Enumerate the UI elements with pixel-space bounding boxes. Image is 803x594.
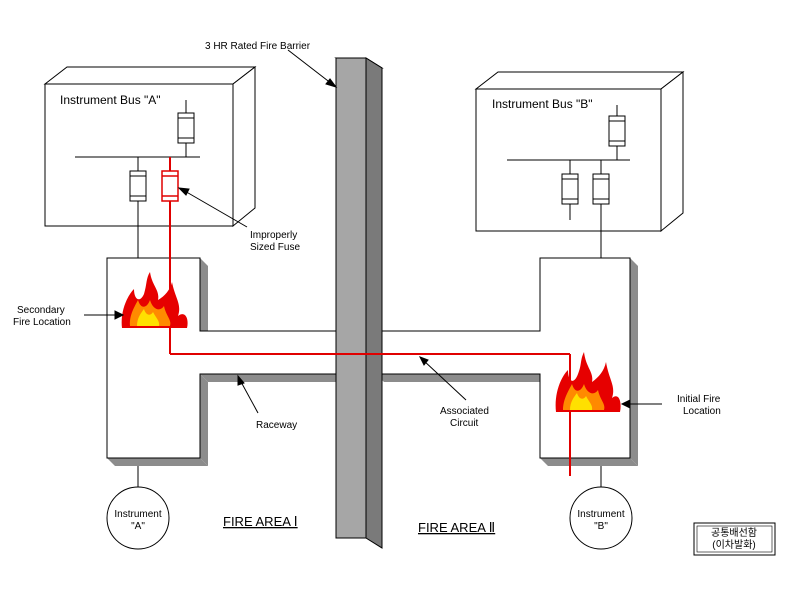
- secondary-fire-label-line2: Fire Location: [13, 317, 71, 328]
- raceway-label: Raceway: [256, 420, 297, 431]
- secondary-fire-flame-icon: [121, 272, 188, 328]
- instrument-a: Instrument "A": [106, 486, 170, 550]
- instrument-b: Instrument "B": [569, 486, 633, 550]
- initial-fire-label-line1: Initial Fire: [677, 394, 721, 405]
- bus-b-fuse-2: [592, 173, 610, 205]
- fire-area-2-label: FIRE AREA Ⅱ: [418, 520, 495, 535]
- initial-fire-label-line2: Location: [683, 406, 721, 417]
- legend-box-line1: 공통배선함: [711, 527, 757, 539]
- fire-area-1-label: FIRE AREA Ⅰ: [223, 514, 298, 529]
- bus-b-fuse-1: [561, 173, 579, 205]
- associated-circuit-label-line2: Circuit: [450, 418, 479, 429]
- instrument-a-id: "A": [131, 521, 145, 532]
- instrument-bus-a-cabinet: [43, 65, 257, 228]
- improperly-sized-fuse: [161, 170, 179, 202]
- fire-barrier: [334, 57, 384, 549]
- improper-fuse-label-line1: Improperly: [250, 230, 297, 241]
- bus-a-branch-fuse: [129, 170, 147, 202]
- bus-a-main-fuse: [177, 112, 195, 144]
- instrument-b-label: Instrument: [577, 509, 624, 520]
- secondary-fire-label-line1: Secondary: [17, 305, 65, 316]
- legend-box-line2: (이차발화): [712, 539, 755, 551]
- bus-b-main-fuse: [608, 115, 626, 147]
- callout-arrows: [84, 49, 662, 414]
- improper-fuse-label-line2: Sized Fuse: [250, 242, 300, 253]
- instrument-a-label: Instrument: [114, 509, 161, 520]
- associated-circuit-label-line1: Associated: [440, 406, 489, 417]
- instrument-bus-a-label: Instrument Bus "A": [60, 93, 161, 107]
- instrument-bus-b-cabinet: [474, 70, 685, 233]
- instrument-bus-b-label: Instrument Bus "B": [492, 97, 593, 111]
- legend-box: 공통배선함 (이차발화): [693, 522, 776, 556]
- initial-fire-flame-icon: [555, 352, 621, 412]
- fire-barrier-label: 3 HR Rated Fire Barrier: [205, 41, 311, 52]
- instrument-b-id: "B": [594, 521, 608, 532]
